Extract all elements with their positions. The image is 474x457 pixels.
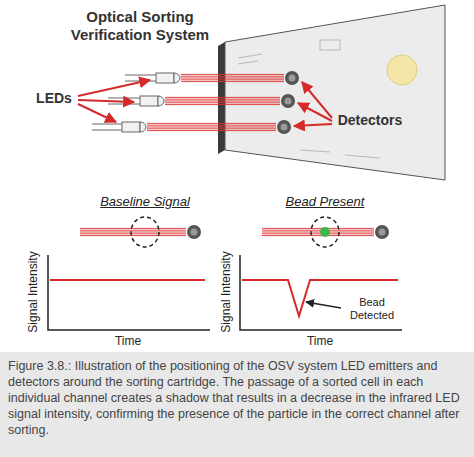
annotation: Bead Detected [343,296,401,322]
photo-detector [277,120,291,134]
light-beam [165,101,280,102]
figure-caption: Figure 3.8.: Illustration of the positio… [8,358,466,438]
photo-detector [187,225,201,239]
light-beam [80,232,186,233]
light-beam [147,130,276,131]
light-beam [262,228,374,229]
caption-panel: Figure 3.8.: Illustration of the positio… [0,352,474,457]
light-beam [181,81,284,82]
signal-trace [50,279,205,281]
axis-label: Time [307,334,333,348]
part-label: LEDs [36,90,72,106]
sorting-cartridge [225,5,445,180]
cartridge-edge [218,42,225,154]
light-beam [147,128,276,129]
led-emitter [92,122,146,132]
channel-window [131,217,159,247]
light-beam [147,127,276,128]
channel-window [311,217,339,247]
graph-axes [48,255,210,330]
light-beam [181,76,284,77]
light-beam [80,235,186,236]
led-emitter [125,73,180,83]
axis-label: Signal Intensity [26,251,40,332]
bead [320,227,330,237]
light-beam [262,235,374,236]
figure-title: Optical Sorting Verification System [60,8,220,44]
axis-label: Time [115,334,141,348]
panel-heading: Baseline Signal [100,194,190,209]
leader-arrow [306,302,341,308]
light-beam [80,233,186,234]
light-beam [181,78,284,79]
light-beam [262,230,374,231]
light-beam [147,125,276,126]
light-beam [181,79,284,80]
cartridge-chamber [387,55,417,85]
part-label: Detectors [338,112,403,128]
photo-detector [281,94,295,108]
axis-label: Signal Intensity [219,251,233,332]
light-beam [80,228,186,229]
panel-heading: Bead Present [286,194,365,209]
light-beam [165,99,280,100]
light-beam [80,230,186,231]
light-beam [165,102,280,103]
light-beam [147,123,276,124]
photo-detector [285,71,299,85]
graph-axes [240,255,402,330]
light-beam [262,232,374,233]
light-beam [165,104,280,105]
leader-arrow [78,80,332,126]
light-beam [181,74,284,75]
light-beam [165,97,280,98]
photo-detector [375,225,389,239]
light-beam [262,233,374,234]
